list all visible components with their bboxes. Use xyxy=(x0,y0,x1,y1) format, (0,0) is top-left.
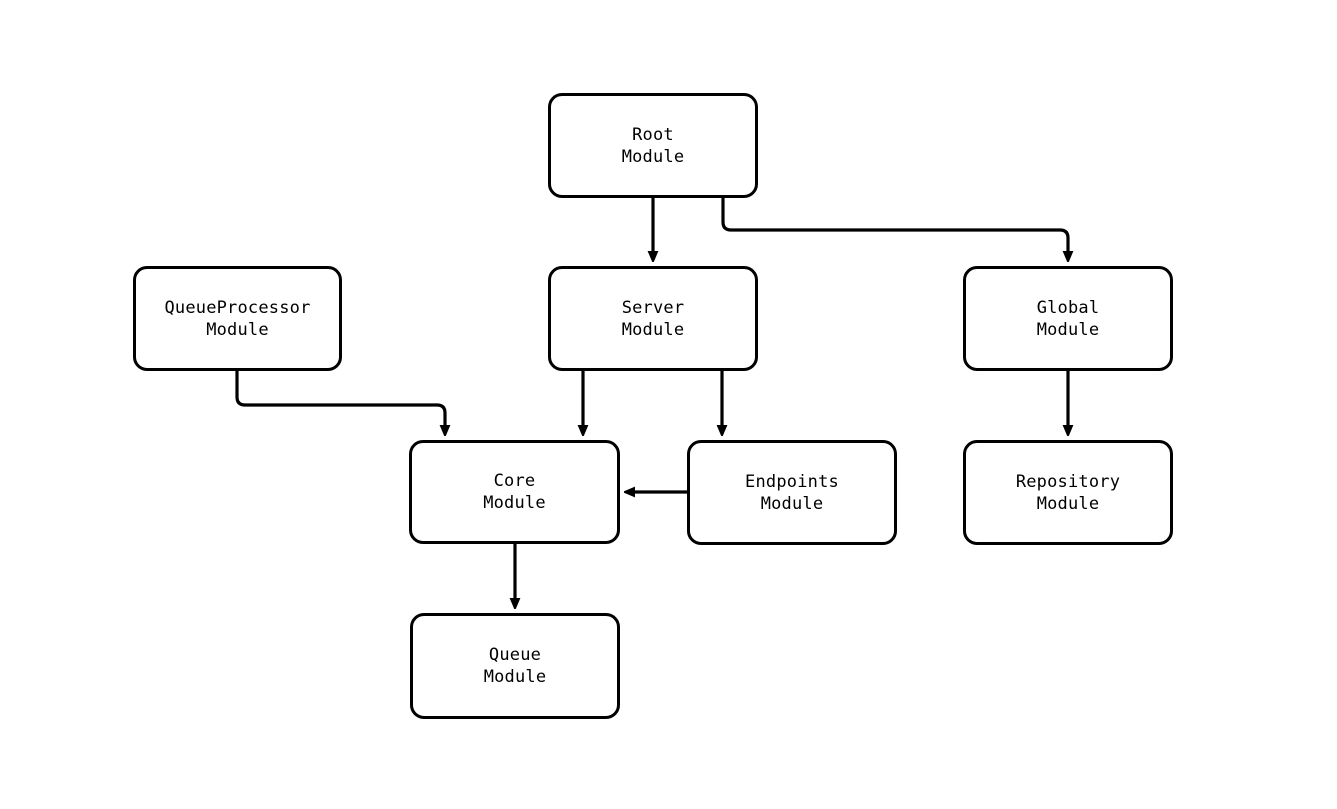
node-core[interactable]: Core Module xyxy=(409,440,620,544)
node-root[interactable]: Root Module xyxy=(548,93,758,198)
edge-root-global xyxy=(721,198,1068,252)
node-queueprocessor-label: QueueProcessor Module xyxy=(164,297,311,340)
edges-group xyxy=(235,198,1068,599)
node-repository[interactable]: Repository Module xyxy=(963,440,1173,545)
node-root-label: Root Module xyxy=(621,124,685,167)
node-endpoints-label: Endpoints Module xyxy=(745,471,839,514)
edge-queueprocessor-core xyxy=(235,371,445,426)
node-global[interactable]: Global Module xyxy=(963,266,1173,371)
node-server-label: Server Module xyxy=(621,297,685,340)
node-queue-label: Queue Module xyxy=(483,645,547,687)
node-repository-label: Repository Module xyxy=(1015,471,1121,514)
node-server[interactable]: Server Module xyxy=(548,266,758,371)
node-queue[interactable]: Queue Module xyxy=(410,613,620,719)
node-endpoints[interactable]: Endpoints Module xyxy=(687,440,897,545)
node-core-label: Core Module xyxy=(483,471,546,513)
node-global-label: Global Module xyxy=(1036,297,1100,340)
node-queueprocessor[interactable]: QueueProcessor Module xyxy=(133,266,342,371)
